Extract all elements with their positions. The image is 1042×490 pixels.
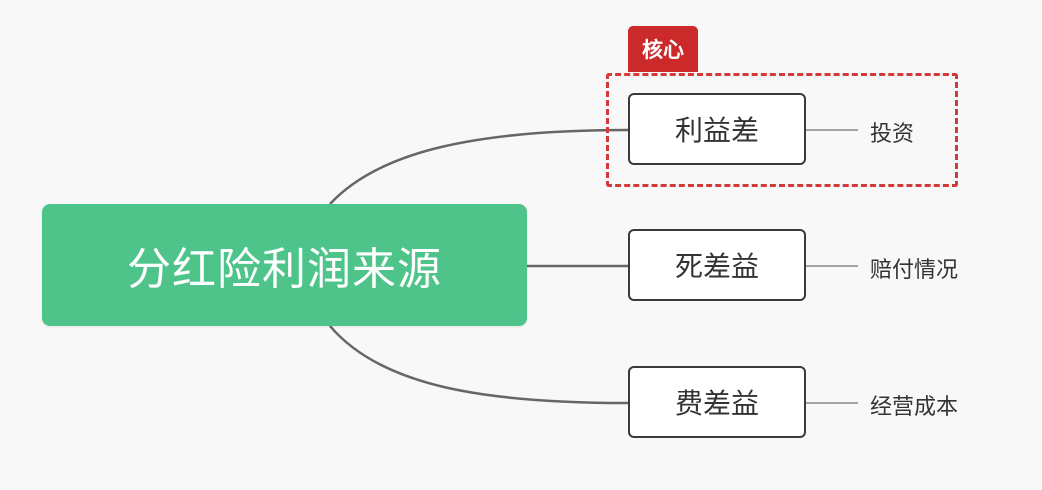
leaf-node-2[interactable]: 赔付情况 [870, 252, 958, 284]
core-highlight-box [606, 73, 958, 187]
leaf-node-3-label: 经营成本 [870, 395, 959, 420]
leaf-node-3[interactable]: 经营成本 [870, 389, 958, 421]
connector-root-to-branch-1 [329, 128, 629, 205]
branch-node-3[interactable]: 费差益 [628, 366, 806, 438]
core-tag: 核心 [628, 26, 698, 72]
branch-node-2[interactable]: 死差益 [628, 229, 806, 301]
leaf-node-1-label: 投资 [870, 122, 915, 147]
connector-root-to-branch-3 [329, 325, 629, 405]
leaf-node-1[interactable]: 投资 [870, 116, 914, 148]
leaf-node-2-label: 赔付情况 [870, 258, 959, 283]
branch-node-2-label: 死差益 [674, 250, 759, 283]
root-node[interactable]: 分红险利润来源 [42, 204, 527, 326]
root-node-label: 分红险利润来源 [127, 244, 442, 295]
branch-node-3-label: 费差益 [674, 387, 759, 420]
branch-node-1-label: 利益差 [674, 114, 759, 147]
branch-node-1[interactable]: 利益差 [628, 93, 806, 165]
core-tag-label: 核心 [642, 38, 684, 62]
